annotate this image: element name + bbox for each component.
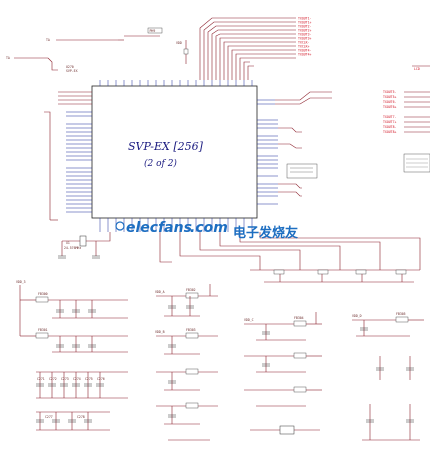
crystal-ref: X1 bbox=[66, 241, 70, 245]
vdd-a-label: VDD_A bbox=[155, 290, 165, 294]
net-txout1p: TXOUT1+ bbox=[298, 21, 312, 25]
tag-box bbox=[147, 27, 163, 34]
cap-6: C276 bbox=[97, 377, 105, 381]
net-txout6n: TXOUT6- bbox=[383, 100, 397, 104]
power-section-right: VDD_C FB304 VDD_D FB305 bbox=[244, 312, 424, 441]
net-label-a: TA bbox=[46, 38, 50, 42]
watermark-cn-text: 电子发烧友 bbox=[233, 225, 298, 241]
ferrite-6: FB305 bbox=[396, 312, 406, 316]
net-txout4n: TXOUT4- bbox=[298, 49, 312, 53]
power-section-left: VDD_3 FB300 FB301 bbox=[16, 280, 128, 431]
net-txout5p: TXOUT5+ bbox=[383, 95, 397, 99]
vdd-b-label: VDD_B bbox=[155, 330, 165, 334]
vdd-label: VDD bbox=[176, 41, 182, 45]
top-left-inputs: TA TA PH9 VDD bbox=[6, 27, 189, 71]
tag-box-label: PH9 bbox=[150, 29, 156, 33]
chip-subtitle: (2 of 2) bbox=[144, 158, 177, 169]
net-txout7n: TXOUT7- bbox=[383, 115, 397, 119]
net-txout2p: TXOUT2+ bbox=[298, 29, 312, 33]
ferrite-4: FB303 bbox=[186, 328, 196, 332]
crystal-body bbox=[79, 235, 87, 247]
lcd-net: LCD bbox=[414, 67, 420, 71]
net-txout4p: TXOUT4+ bbox=[298, 53, 312, 57]
net-txout7p: TXOUT7+ bbox=[383, 120, 397, 124]
cap-2: C272 bbox=[49, 377, 57, 381]
cap-1: C271 bbox=[37, 377, 45, 381]
note-box bbox=[286, 163, 318, 179]
watermark-logo-suffix: .com bbox=[190, 220, 228, 236]
bottom-bus bbox=[159, 232, 421, 283]
net-txclkn: TXCLK- bbox=[298, 41, 310, 45]
net-txout8p: TXOUT8+ bbox=[383, 130, 397, 134]
far-right-nets: LCD TXOUT5- TXOUT5+ TXOUT6- TXOUT6+ TXOU… bbox=[383, 65, 430, 173]
watermark-logo-text: elecfans bbox=[126, 220, 192, 236]
net-txout1n: TXOUT1- bbox=[298, 17, 312, 21]
upper-bus bbox=[199, 17, 296, 80]
cap-5: C275 bbox=[85, 377, 93, 381]
right-net-labels: TXOUT1- TXOUT1+ TXOUT2- TXOUT2+ TXOUT3- … bbox=[298, 17, 312, 57]
chip-right-pins bbox=[257, 91, 332, 205]
net-txout2n: TXOUT2- bbox=[298, 25, 312, 29]
net-txout8n: TXOUT8- bbox=[383, 125, 397, 129]
net-txclkp: TXCLK+ bbox=[298, 45, 310, 49]
cap-8: C278 bbox=[77, 415, 85, 419]
ferrite-3: FB302 bbox=[186, 288, 196, 292]
vdd-d-label: VDD_D bbox=[352, 314, 362, 318]
net-txout6p: TXOUT6+ bbox=[383, 105, 397, 109]
watermark: elecfans .com 电子发烧友 bbox=[115, 220, 298, 241]
chip-left-pins bbox=[44, 91, 92, 221]
cap-7: C277 bbox=[45, 415, 53, 419]
net-txout3n: TXOUT3- bbox=[298, 33, 312, 37]
chip-part-no: SVP-EX bbox=[66, 69, 78, 73]
vdd-c-label: VDD_C bbox=[244, 318, 254, 322]
cap-4: C274 bbox=[73, 377, 81, 381]
chip-ref: U270 bbox=[66, 65, 74, 69]
chip-bottom-pins bbox=[99, 218, 253, 232]
vdd3-label: VDD_3 bbox=[16, 280, 26, 284]
net-txout3p: TXOUT3+ bbox=[298, 37, 312, 41]
power-section-middle: VDD_A FB302 VDD_B FB303 bbox=[155, 284, 218, 441]
ferrite-5: FB304 bbox=[294, 316, 304, 320]
ferrite-1: FB300 bbox=[38, 292, 48, 296]
net-txout5n: TXOUT5- bbox=[383, 90, 397, 94]
net-label-b: TA bbox=[6, 56, 10, 60]
ferrite-2: FB301 bbox=[38, 328, 48, 332]
cap-3: C273 bbox=[61, 377, 69, 381]
crystal-circuit: X1 24.576MHz bbox=[58, 232, 111, 259]
crystal-freq: 24.576MHz bbox=[64, 246, 81, 250]
chip-top-pins bbox=[99, 80, 253, 86]
chip-title: SVP-EX [256] bbox=[128, 140, 204, 153]
watermark-logo-icon bbox=[115, 221, 125, 231]
svp-ex-chip: U270 SVP-EX bbox=[44, 65, 332, 232]
